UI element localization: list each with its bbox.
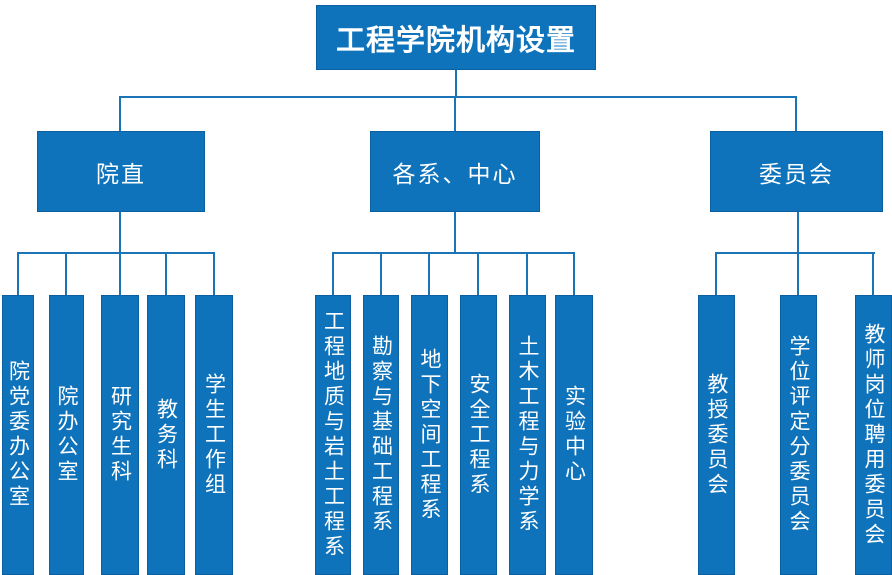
leaf-node: 研究生科 (101, 295, 139, 575)
leaf-node: 地下空间工程系 (411, 295, 448, 575)
connector-line (715, 252, 717, 295)
leaf-node: 教授委员会 (698, 295, 735, 575)
leaf-node: 实验中心 (555, 295, 593, 575)
leaf-node: 院办公室 (49, 295, 84, 575)
connector-line (119, 212, 121, 254)
leaf-node: 教务科 (147, 295, 185, 575)
branch-node-weiyuanhui: 委员会 (710, 131, 883, 212)
leaf-node: 安全工程系 (460, 295, 497, 575)
leaf-label: 学位评定分委员会 (787, 335, 811, 535)
leaf-label: 教授委员会 (705, 372, 729, 498)
connector-line (119, 252, 121, 295)
leaf-node: 工程地质与岩土工程系 (315, 295, 351, 575)
connector-line (380, 252, 382, 295)
connector-line (797, 252, 799, 295)
connector-line (872, 252, 874, 295)
leaf-node: 院党委办公室 (2, 295, 34, 575)
leaf-label: 院办公室 (55, 385, 79, 485)
leaf-label: 学生工作组 (202, 372, 227, 498)
leaf-node: 勘察与基础工程系 (363, 295, 399, 575)
connector-line (573, 252, 575, 295)
connector-line (17, 252, 215, 254)
connector-line (795, 96, 797, 132)
leaf-label: 工程地质与岩土工程系 (321, 310, 346, 560)
leaf-label: 安全工程系 (467, 372, 491, 498)
connector-line (454, 212, 456, 254)
connector-line (65, 252, 67, 295)
connector-line (715, 252, 875, 254)
connector-line (17, 252, 19, 295)
leaf-label: 研究生科 (108, 385, 133, 485)
connector-line (119, 96, 797, 98)
leaf-label: 教务科 (154, 397, 179, 473)
leaf-node: 教师岗位聘用委员会 (855, 295, 892, 575)
leaf-label: 土木工程与力学系 (516, 335, 540, 535)
connector-line (797, 212, 799, 254)
connector-line (119, 96, 121, 132)
leaf-label: 实验中心 (562, 385, 587, 485)
connector-line (428, 252, 430, 295)
branch-node-yuanzhi: 院直 (37, 131, 205, 212)
connector-line (477, 252, 479, 295)
leaf-node: 学位评定分委员会 (780, 295, 817, 575)
connector-line (165, 252, 167, 295)
connector-line (332, 252, 575, 254)
leaf-label: 院党委办公室 (6, 360, 31, 510)
leaf-label: 地下空间工程系 (418, 347, 442, 523)
connector-line (455, 70, 457, 97)
connector-line (526, 252, 528, 295)
connector-line (213, 252, 215, 295)
leaf-node: 学生工作组 (195, 295, 233, 575)
root-node: 工程学院机构设置 (316, 5, 596, 70)
leaf-label: 勘察与基础工程系 (369, 335, 394, 535)
leaf-node: 土木工程与力学系 (509, 295, 546, 575)
connector-line (454, 96, 456, 132)
branch-node-gexi: 各系、中心 (370, 131, 540, 212)
connector-line (332, 252, 334, 295)
leaf-label: 教师岗位聘用委员会 (862, 322, 886, 548)
